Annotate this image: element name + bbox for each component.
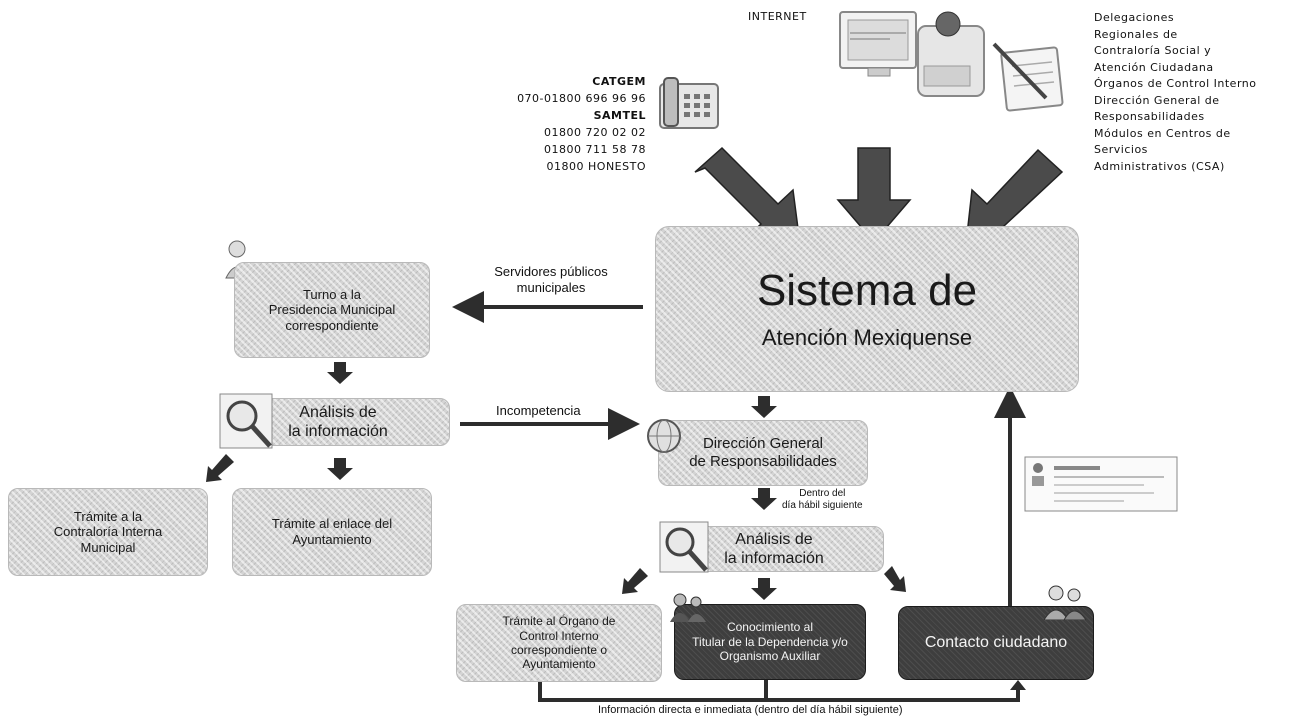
- office-line: Servicios: [1094, 143, 1148, 156]
- document-thumbnail-icon: [1024, 456, 1178, 512]
- tramite-enlace-box: Trámite al enlace del Ayuntamiento: [232, 488, 432, 576]
- office-line: Dirección General de: [1094, 93, 1220, 107]
- people-icon: [1040, 584, 1090, 621]
- office-line: Regionales de: [1094, 27, 1178, 41]
- turno-to-analisis-arrow: [327, 362, 353, 384]
- channel-arrows: [694, 146, 1064, 245]
- magnifier-icon: [654, 518, 716, 578]
- servidores-publicos-label: Servidores públicos municipales: [494, 264, 608, 295]
- system-title-line1: Sistema de: [756, 266, 978, 315]
- office-line: Módulos en Centros de: [1094, 126, 1231, 140]
- telephone-icon: [658, 76, 720, 130]
- analisis-to-contacto-arrow: [884, 566, 906, 592]
- phone-lines: CATGEM 070-01800 696 96 96 SAMTEL 01800 …: [456, 73, 646, 175]
- office-line: Administrativos (CSA): [1094, 159, 1225, 173]
- system-to-direccion-arrow: [751, 396, 777, 418]
- offices-list: Delegaciones Regionales de Contraloría S…: [1094, 10, 1310, 175]
- magnifier-icon: [214, 390, 280, 454]
- office-line: Atención Ciudadana: [1094, 60, 1214, 74]
- feedback-bracket: [538, 680, 1020, 702]
- incompetencia-label: Incompetencia: [496, 403, 581, 418]
- direccion-to-analisis-arrow: [751, 488, 777, 510]
- analisis-to-conocimiento-arrow: [751, 578, 777, 600]
- phone-line: SAMTEL: [593, 109, 646, 122]
- tramite-organo-box: Trámite al Órgano de Control Interno cor…: [456, 604, 662, 682]
- informacion-directa-label: Información directa e inmediata (dentro …: [598, 704, 903, 716]
- globe-icon: [644, 416, 684, 456]
- notepad-pen-icon: [990, 40, 1064, 112]
- dentro-dia-habil-label: Dentro del día hábil siguiente: [782, 488, 863, 511]
- office-line: Delegaciones: [1094, 11, 1175, 24]
- analisis-to-contraloria-arrow: [206, 454, 234, 482]
- analisis-to-enlace-arrow: [327, 458, 353, 480]
- internet-label: INTERNET: [748, 10, 807, 23]
- office-line: Responsabilidades: [1094, 110, 1205, 123]
- turno-presidencia-box: Turno a la Presidencia Municipal corresp…: [234, 262, 430, 358]
- conocimiento-titular-box: Conocimiento al Titular de la Dependenci…: [674, 604, 866, 680]
- office-line: Contraloría Social y: [1094, 44, 1212, 57]
- phone-line: 01800 720 02 02: [544, 126, 646, 139]
- system-title-line2: Atención Mexiquense: [761, 325, 973, 350]
- phone-line: 070-01800 696 96 96: [517, 92, 646, 105]
- analisis-to-organo-arrow: [622, 568, 648, 594]
- direccion-general-box: Dirección General de Responsabilidades: [658, 420, 868, 486]
- tramite-contraloria-box: Trámite a la Contraloría Interna Municip…: [8, 488, 208, 576]
- office-line: Órganos de Control Interno: [1094, 77, 1257, 90]
- officials-icon: [668, 592, 708, 622]
- internet-to-system-arrow: [836, 147, 912, 244]
- phone-line: CATGEM: [592, 75, 646, 88]
- computer-icon: [838, 6, 988, 102]
- sistema-atencion-mexiquense: Sistema de Atención Mexiquense: [655, 226, 1079, 392]
- phone-line: 01800 711 58 78: [544, 143, 646, 156]
- phone-line: 01800 HONESTO: [546, 160, 646, 173]
